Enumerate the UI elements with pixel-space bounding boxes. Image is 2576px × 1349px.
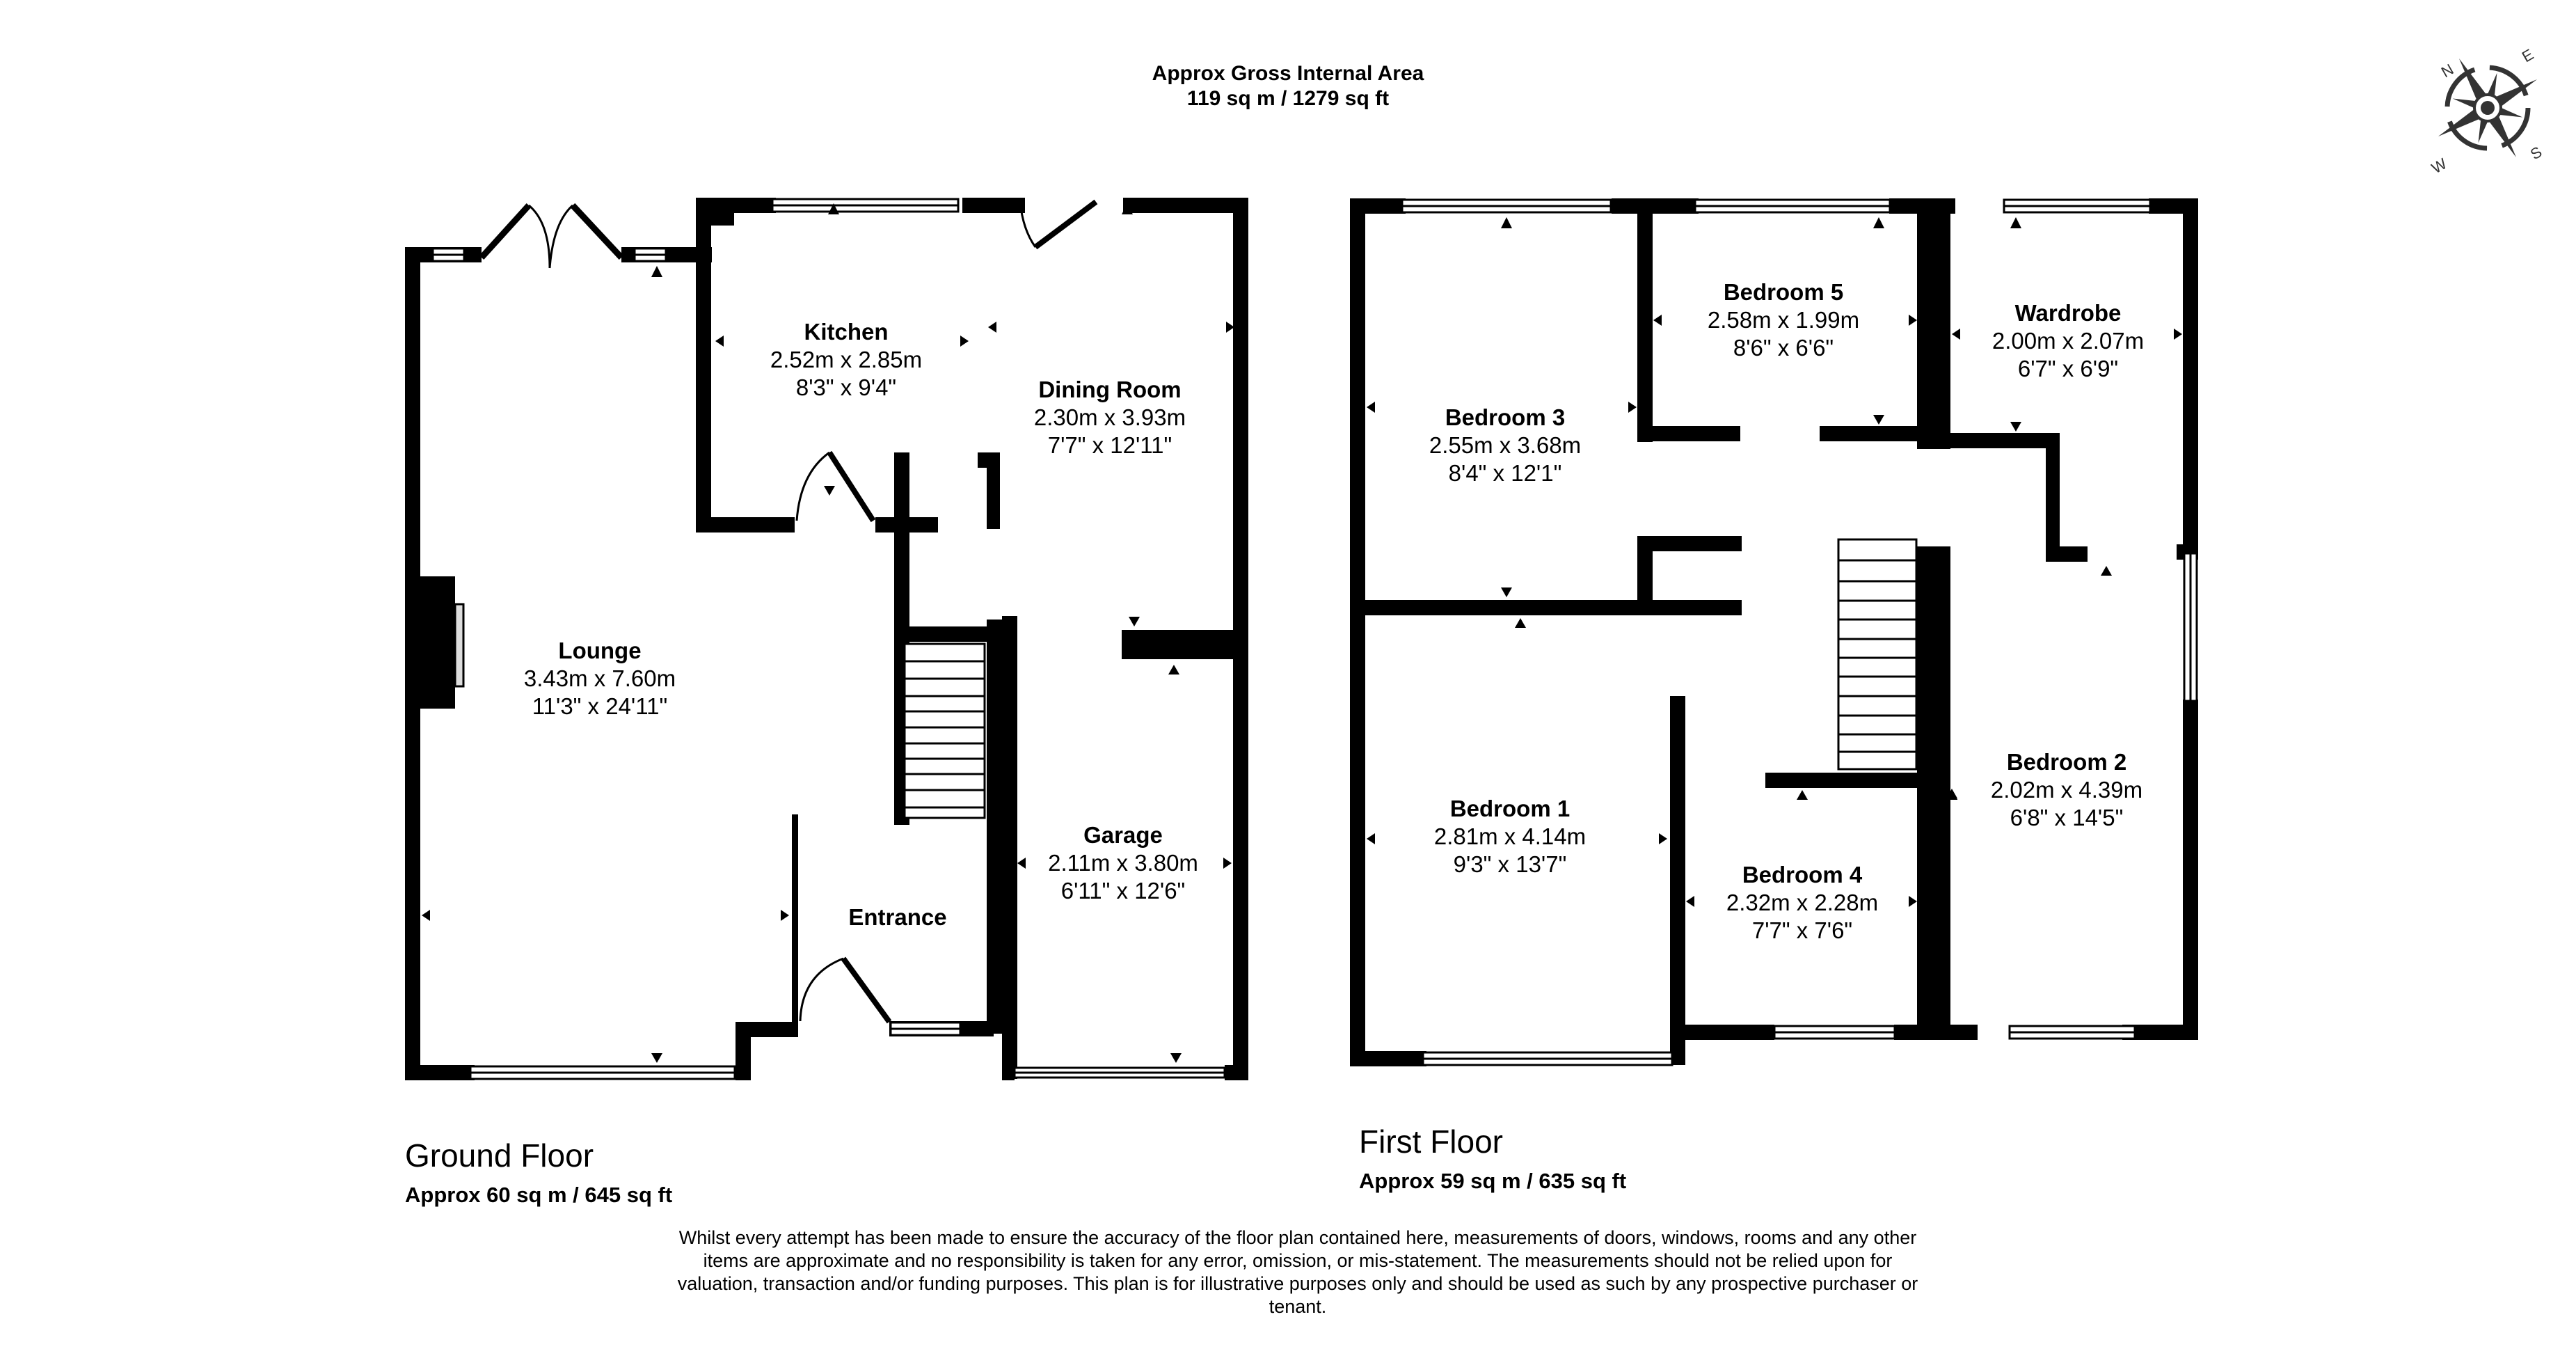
room-imperial: 8'4" x 12'1" (1448, 460, 1562, 486)
ground-floor-stairs (903, 642, 986, 819)
room-label-bedroom-2: Bedroom 2 2.02m x 4.39m 6'8" x 14'5" (1991, 748, 2142, 832)
ground-floor-title: Ground Floor (405, 1137, 594, 1174)
room-label-garage: Garage 2.11m x 3.80m 6'11" x 12'6" (1048, 821, 1198, 905)
room-metric: 2.11m x 3.80m (1048, 850, 1198, 876)
compass-rose-icon: N E S W (2422, 42, 2554, 178)
room-name: Bedroom 5 (1723, 279, 1844, 305)
room-metric: 2.30m x 3.93m (1033, 404, 1186, 430)
room-imperial: 6'11" x 12'6" (1060, 878, 1186, 904)
room-metric: 2.81m x 4.14m (1433, 823, 1587, 849)
room-label-bedroom-5: Bedroom 5 2.58m x 1.99m 8'6" x 6'6" (1708, 278, 1859, 362)
ground-floor-caption: Ground Floor Approx 60 sq m / 645 sq ft (405, 1137, 672, 1208)
room-metric: 2.02m x 4.39m (1990, 777, 2143, 803)
first-floor-dimension-markers (1367, 217, 2182, 907)
disclaimer-text: Whilst every attempt has been made to en… (677, 1227, 1918, 1317)
room-name: Bedroom 2 (2006, 749, 2127, 775)
room-metric: 2.55m x 3.68m (1429, 432, 1582, 458)
first-floor-title: First Floor (1359, 1123, 1503, 1160)
first-floor-stairs (1837, 538, 1918, 771)
ground-floor-windows (431, 198, 1226, 1080)
room-label-lounge: Lounge 3.43m x 7.60m 11'3" x 24'11" (524, 637, 676, 720)
first-floor-windows (1401, 198, 2198, 1066)
gross-area-title: Approx Gross Internal Area (1152, 62, 1424, 85)
room-label-entrance: Entrance (848, 904, 946, 931)
room-metric: 2.52m x 2.85m (770, 347, 923, 372)
ground-floor-dimension-markers (422, 203, 1234, 1063)
room-name: Lounge (558, 638, 642, 663)
room-name: Bedroom 4 (1742, 862, 1863, 888)
room-name: Bedroom 1 (1449, 796, 1571, 821)
room-label-wardrobe: Wardrobe 2.00m x 2.07m 6'7" x 6'9" (1992, 299, 2144, 383)
room-metric: 2.00m x 2.07m (1991, 328, 2145, 354)
room-metric: 2.32m x 2.28m (1726, 890, 1879, 915)
first-floor-caption: First Floor Approx 59 sq m / 635 sq ft (1359, 1123, 1626, 1194)
room-imperial: 7'7" x 12'11" (1047, 432, 1172, 458)
room-label-dining-room: Dining Room 2.30m x 3.93m 7'7" x 12'11" (1034, 376, 1186, 459)
room-label-bedroom-1: Bedroom 1 2.81m x 4.14m 9'3" x 13'7" (1434, 795, 1586, 878)
gross-internal-area-heading: Approx Gross Internal Area 119 sq m / 12… (0, 61, 2576, 111)
room-label-bedroom-4: Bedroom 4 2.32m x 2.28m 7'7" x 7'6" (1726, 861, 1878, 945)
room-imperial: 6'7" x 6'9" (2017, 356, 2119, 381)
room-name: Kitchen (804, 319, 889, 345)
room-name: Dining Room (1038, 377, 1182, 402)
first-floor-area: Approx 59 sq m / 635 sq ft (1359, 1169, 1627, 1193)
room-label-bedroom-3: Bedroom 3 2.55m x 3.68m 8'4" x 12'1" (1429, 404, 1581, 487)
room-name: Bedroom 3 (1445, 404, 1566, 430)
room-imperial: 6'8" x 14'5" (2010, 805, 2124, 830)
first-floor-walls (1350, 198, 2198, 1066)
room-name: Garage (1083, 822, 1163, 848)
room-imperial: 9'3" x 13'7" (1453, 851, 1567, 877)
room-imperial: 11'3" x 24'11" (532, 693, 668, 719)
ground-floor-area: Approx 60 sq m / 645 sq ft (405, 1183, 673, 1207)
room-name: Wardrobe (2014, 300, 2122, 326)
room-metric: 2.58m x 1.99m (1707, 307, 1860, 333)
room-name: Entrance (848, 904, 947, 930)
room-label-kitchen: Kitchen 2.52m x 2.85m 8'3" x 9'4" (770, 318, 922, 402)
gross-area-value: 119 sq m / 1279 sq ft (1186, 87, 1390, 110)
room-imperial: 8'3" x 9'4" (795, 374, 897, 400)
room-imperial: 7'7" x 7'6" (1751, 917, 1853, 943)
room-imperial: 8'6" x 6'6" (1733, 335, 1834, 361)
room-metric: 3.43m x 7.60m (523, 665, 676, 691)
ground-floor-doors (479, 199, 1098, 1024)
